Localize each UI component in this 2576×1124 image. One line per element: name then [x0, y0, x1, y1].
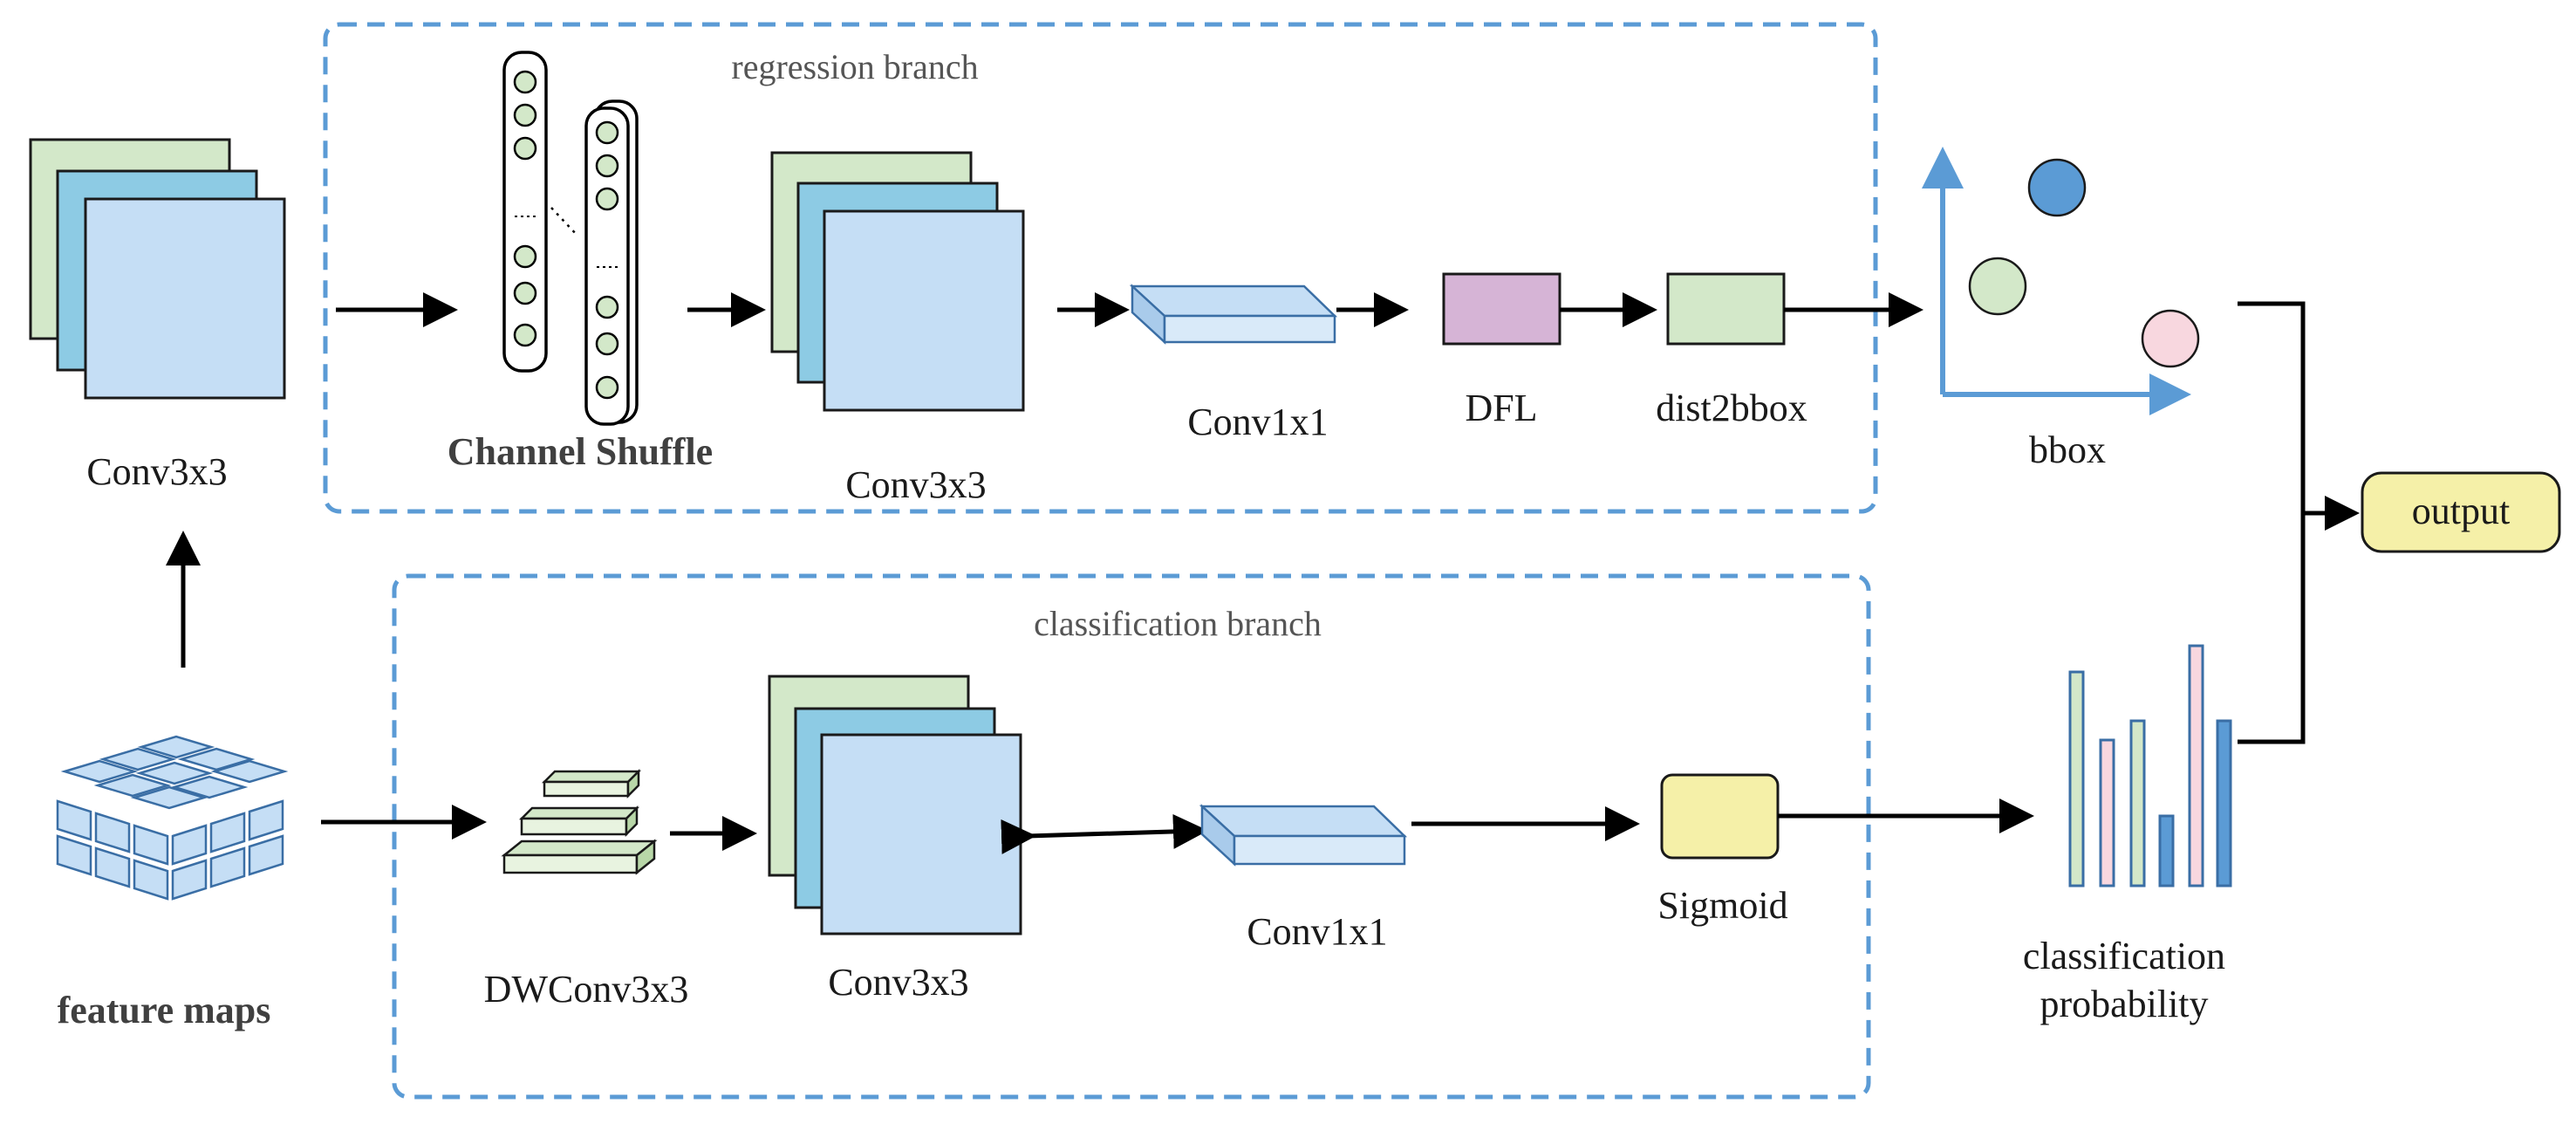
classification-conv1x1-label: Conv1x1: [1247, 910, 1387, 953]
regression-conv1x1-label: Conv1x1: [1187, 401, 1328, 443]
feature-maps-label: feature maps: [58, 989, 271, 1031]
channel-shuffle-icon: [502, 51, 639, 426]
edge-conv3x3-conv1x1-cls: [1001, 813, 1208, 854]
feature-maps-cube-icon: [56, 735, 289, 901]
sigmoid-label: Sigmoid: [1657, 884, 1787, 927]
regression-conv3x3-stack: [770, 151, 1025, 412]
input-conv3x3-label: Conv3x3: [86, 450, 227, 493]
dfl-label: DFL: [1465, 387, 1537, 429]
sigmoid-box: [1660, 773, 1780, 860]
input-conv3x3-stack: [29, 138, 286, 400]
regression-conv1x1-slab: [1129, 284, 1338, 345]
regression-branch-container: [323, 22, 1878, 514]
classification-probability-label-line2: probability: [2040, 983, 2208, 1025]
dfl-box: [1442, 272, 1561, 346]
bbox-plot-icon: [1922, 147, 2200, 415]
dist2bbox-label: dist2bbox: [1656, 387, 1807, 429]
edge-bbox-to-output: [2238, 301, 2306, 513]
classification-probability-bars-icon: [2068, 644, 2232, 888]
classification-conv3x3-label: Conv3x3: [828, 961, 968, 1004]
classification-branch-container: [392, 573, 1871, 1100]
classification-conv1x1-slab: [1199, 804, 1408, 867]
classification-conv3x3-stack: [768, 675, 1022, 936]
dwconv-label: DWConv3x3: [484, 968, 689, 1011]
channel-shuffle-label: Channel Shuffle: [448, 430, 713, 473]
output-label: output: [2412, 490, 2510, 532]
regression-conv3x3-label: Conv3x3: [845, 463, 986, 506]
dist2bbox-box: [1666, 272, 1786, 346]
output-box: [2361, 471, 2561, 553]
edge-probability-to-output: [2238, 513, 2306, 744]
dwconv-slabs-icon: [501, 768, 658, 875]
regression-branch-title: regression branch: [731, 47, 978, 86]
classification-branch-title: classification branch: [1034, 604, 1322, 643]
classification-probability-label-line1: classification: [2023, 935, 2225, 977]
bbox-label: bbox: [2029, 428, 2106, 471]
